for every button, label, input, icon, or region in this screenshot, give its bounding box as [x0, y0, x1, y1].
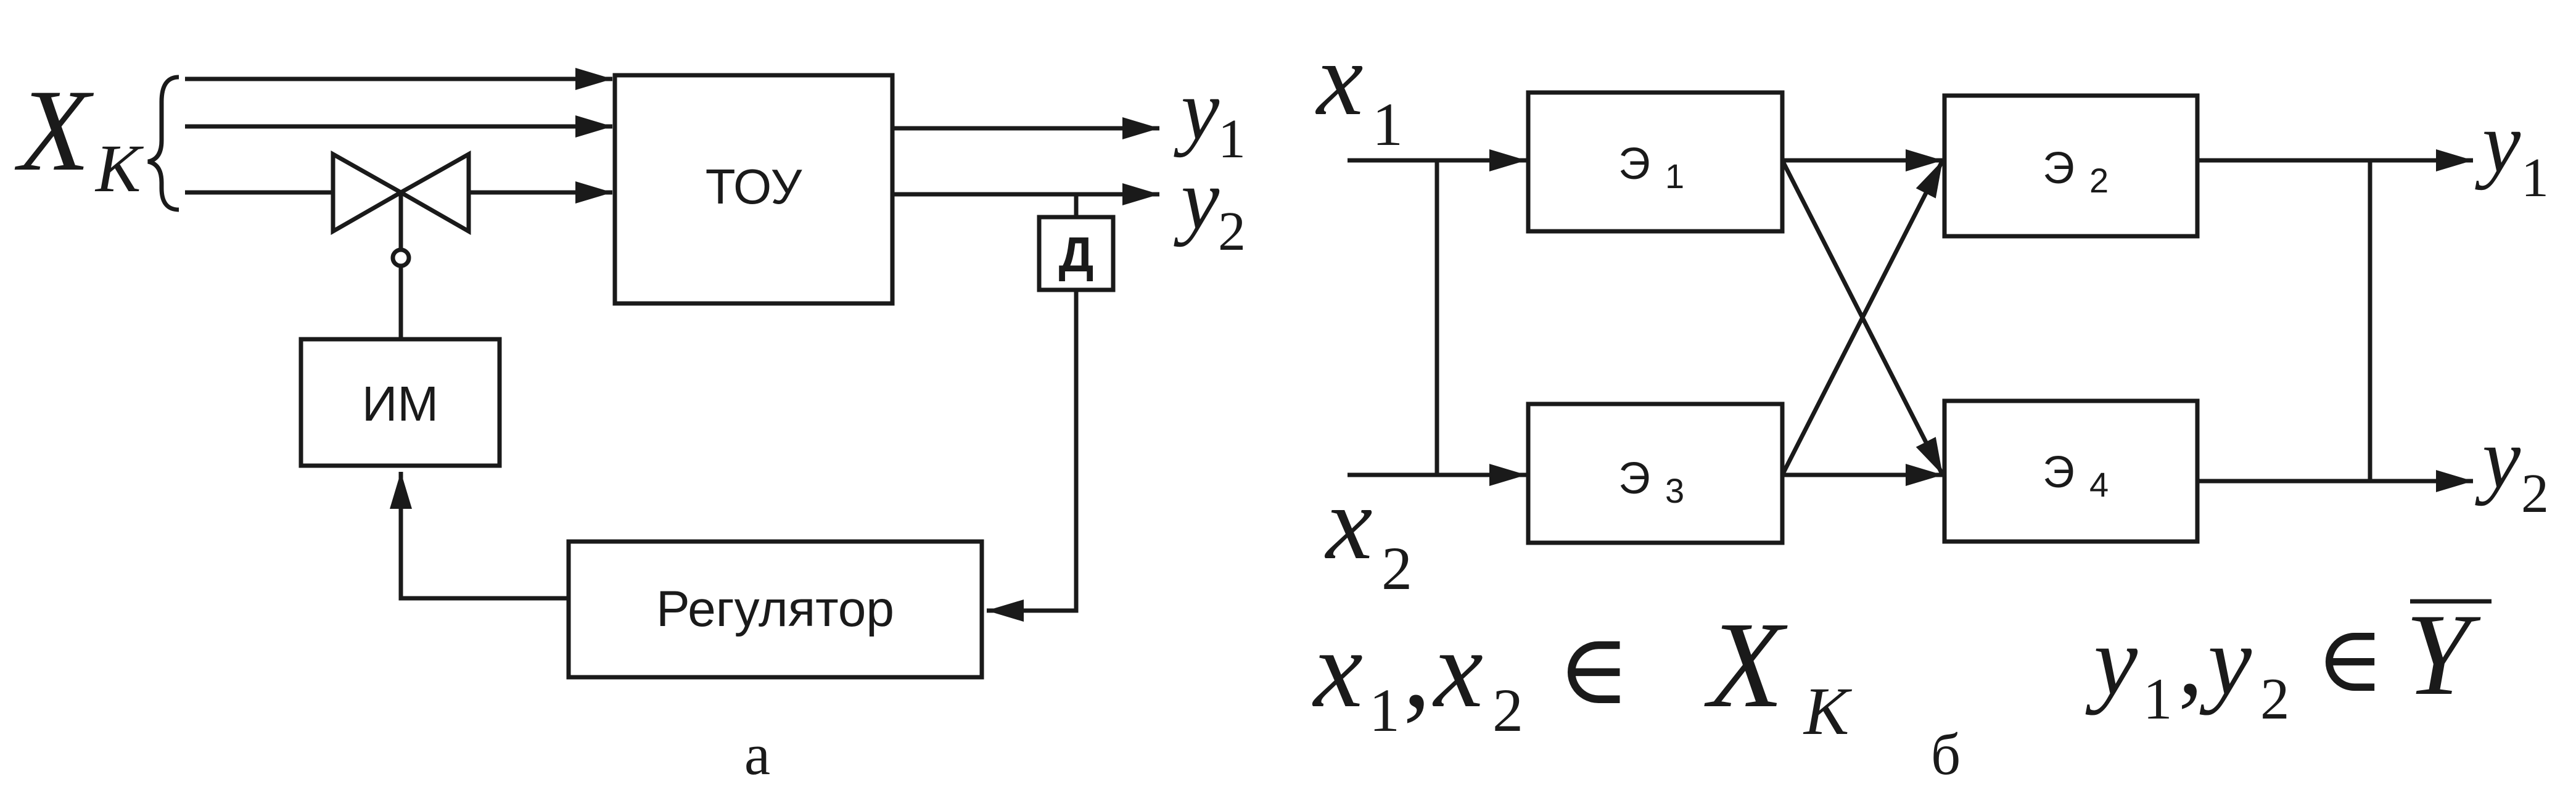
- element-4-sub: 4: [2089, 465, 2109, 504]
- input-2-sub: 2: [1381, 534, 1412, 603]
- svg-text:∈: ∈: [1557, 615, 1630, 725]
- element-1-block: [1526, 90, 1785, 234]
- object-block-label: ТОУ: [706, 159, 803, 214]
- svg-text:x: x: [1312, 608, 1363, 730]
- diagram-b: x 1 x 2 Э 1 Э 3 Э 2 Э 4 y 1 y 2: [1312, 21, 2549, 787]
- input-group-sub: K: [94, 131, 144, 206]
- svg-text:∈: ∈: [2316, 609, 2384, 711]
- svg-text:K: K: [1803, 674, 1853, 749]
- element-4-block: [1942, 398, 2200, 544]
- valve-icon: [331, 150, 471, 339]
- b-output-2-label: y: [2475, 411, 2521, 506]
- output-2-label: y: [1174, 152, 1220, 247]
- element-2-block: [1942, 93, 2200, 239]
- svg-text:x: x: [1432, 608, 1483, 730]
- element-1-sub: 1: [1665, 157, 1684, 196]
- svg-text:2: 2: [2260, 666, 2290, 731]
- formula-left: x 1 , x 2 ∈ X K: [1312, 597, 1853, 749]
- controller-block-label: Регулятор: [656, 581, 894, 637]
- element-1-label: Э: [1618, 139, 1650, 189]
- svg-text:,: ,: [2178, 606, 2203, 715]
- svg-text:y: y: [2199, 606, 2252, 715]
- svg-text:,: ,: [1403, 608, 1431, 730]
- feedback-line: [987, 290, 1079, 622]
- element-2-label: Э: [2043, 144, 2075, 193]
- diagram-a: X K ТОУ y 1 y 2 Д Рег: [14, 62, 1246, 787]
- svg-text:1: 1: [2143, 666, 2173, 731]
- actuator-block: [298, 337, 502, 468]
- caption-b: б: [1931, 722, 1961, 787]
- svg-text:y: y: [2085, 606, 2138, 715]
- svg-text:Y: Y: [2405, 590, 2481, 720]
- controller-block: [566, 539, 984, 680]
- b-output-2-sub: 2: [2521, 463, 2549, 524]
- svg-text:1: 1: [1369, 676, 1400, 744]
- output-1-sub: 1: [1218, 109, 1246, 170]
- b-output-1-sub: 1: [2521, 147, 2549, 208]
- sensor-block-label: Д: [1059, 227, 1094, 282]
- element-3-block: [1526, 402, 1785, 545]
- actuator-block-label: ИМ: [362, 376, 438, 431]
- link-e3-e2: [1780, 159, 1945, 476]
- input-brace: [147, 75, 179, 212]
- svg-text:2: 2: [1492, 676, 1523, 744]
- caption-a: а: [744, 722, 770, 787]
- input-2-label: x: [1324, 465, 1372, 581]
- control-line: [390, 472, 569, 601]
- output-1-label: y: [1174, 62, 1220, 158]
- element-4-label: Э: [2043, 448, 2075, 497]
- svg-text:X: X: [1704, 597, 1788, 733]
- formula-right: y 1 , y 2 ∈ Y: [2085, 590, 2492, 731]
- input-1-label: x: [1315, 21, 1363, 137]
- object-block: [612, 73, 895, 306]
- input-group-label: X: [14, 66, 94, 196]
- input-1-sub: 1: [1372, 90, 1403, 159]
- element-3-sub: 3: [1665, 471, 1684, 510]
- b-output-1-label: y: [2475, 95, 2521, 191]
- output-2-sub: 2: [1218, 201, 1246, 262]
- element-3-label: Э: [1618, 454, 1650, 503]
- element-2-sub: 2: [2089, 161, 2109, 200]
